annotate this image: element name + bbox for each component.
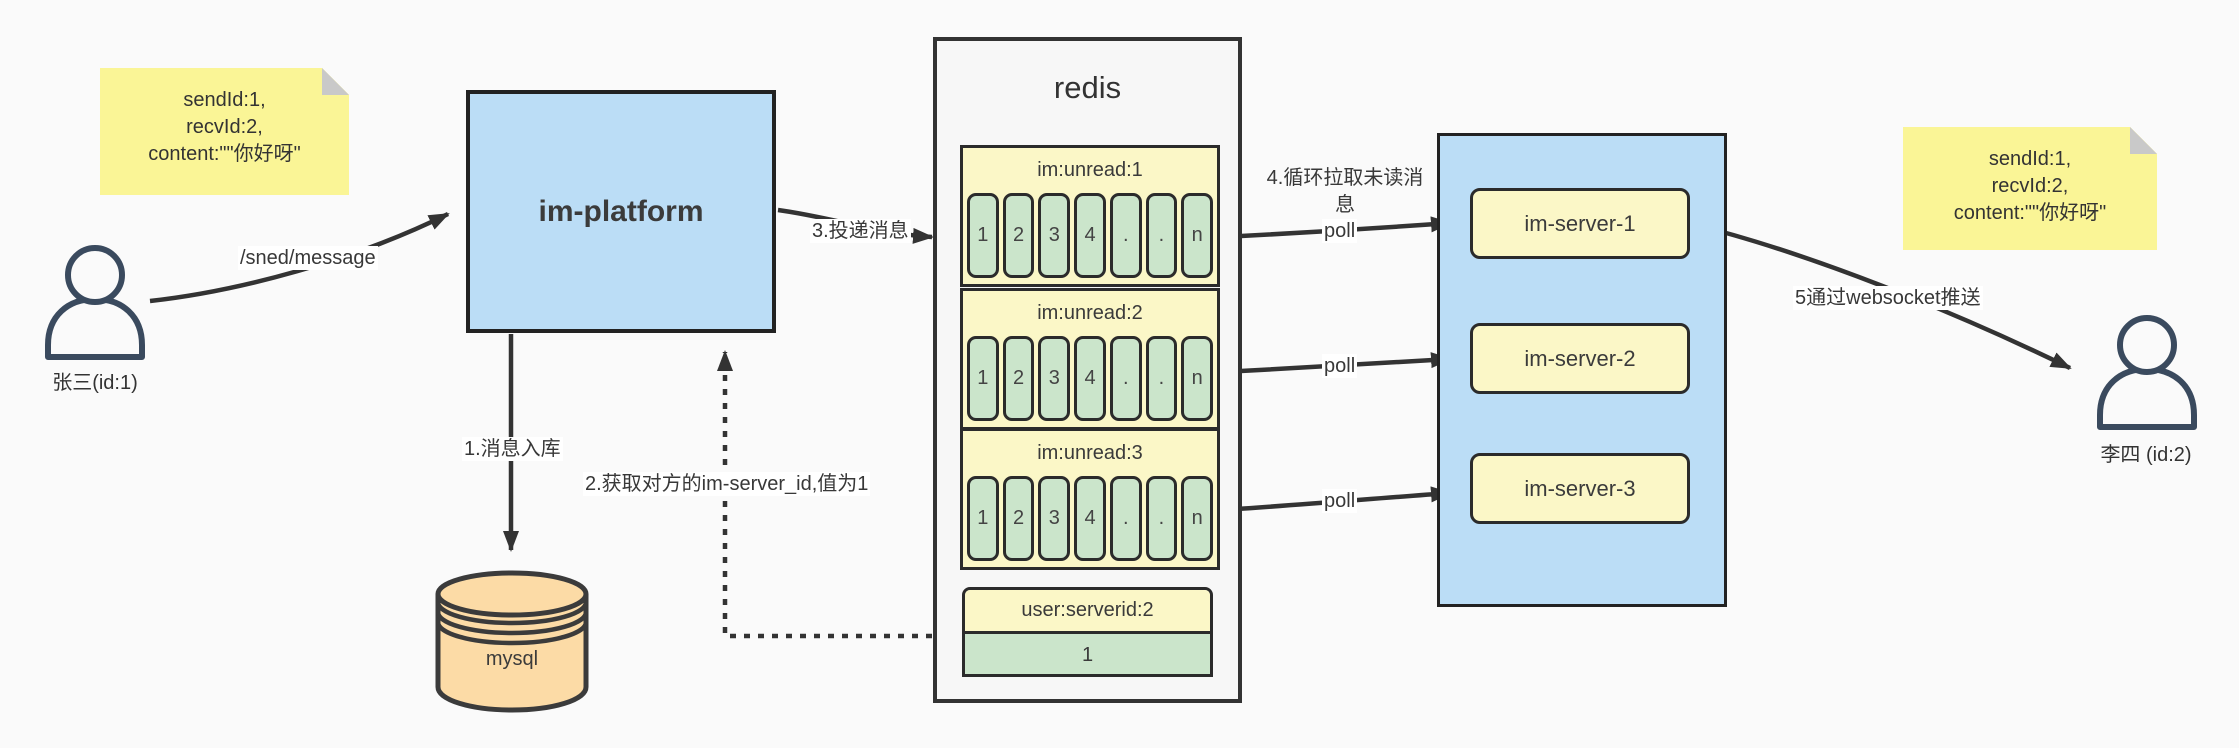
queue-cells: 1 2 3 4 . . n: [963, 336, 1217, 421]
actor-receiver: [2092, 314, 2202, 435]
edge-label-poll-2: poll: [1322, 354, 1358, 378]
queue-cell: 4: [1074, 193, 1106, 278]
redis-title: redis: [1053, 70, 1122, 105]
note-message-right: sendId:1, recvId:2, content:""你好呀": [1903, 127, 2157, 250]
note-line: sendId:1,: [183, 89, 266, 111]
im-server-3-box: im-server-3: [1470, 453, 1690, 524]
note-fold-icon: [322, 68, 349, 95]
queue-cell: 4: [1074, 476, 1106, 561]
note-line: content:""你好呀": [148, 143, 301, 165]
edge-label-poll-3: poll: [1322, 489, 1358, 513]
queue-cell: 3: [1038, 476, 1071, 561]
kv-value: 1: [965, 634, 1210, 674]
edge-label-step3: 3.投递消息: [810, 219, 911, 243]
queue-cell: 1: [967, 193, 999, 278]
queue-cell: n: [1181, 193, 1214, 278]
queue-cell: .: [1145, 193, 1178, 278]
queue-cell: 1: [967, 476, 999, 561]
queue-cell: 2: [1002, 193, 1035, 278]
note-message-left: sendId:1, recvId:2, content:""你好呀": [100, 68, 349, 195]
actor-sender: [40, 244, 150, 365]
edge-label-step2: 2.获取对方的im-server_id,值为1: [583, 472, 871, 496]
queue-cell: .: [1145, 476, 1178, 561]
mysql-label: mysql: [485, 648, 539, 670]
queue-cell: 4: [1074, 336, 1106, 421]
redis-queue-unread-3: im:unread:3 1 2 3 4 . . n: [960, 428, 1220, 570]
mysql-cylinder-icon: [435, 570, 589, 713]
queue-cells: 1 2 3 4 . . n: [963, 193, 1217, 278]
edge-label-poll-1: poll: [1322, 219, 1358, 243]
queue-cell: 2: [1002, 476, 1035, 561]
note-line: recvId:2,: [186, 116, 263, 138]
im-server-label: im-server-1: [1524, 210, 1636, 236]
note-line: sendId:1,: [1988, 148, 2072, 170]
note-line: recvId:2,: [1991, 175, 2069, 197]
redis-kv-user-serverid: user:serverid:2 1: [962, 587, 1213, 677]
redis-queue-unread-2: im:unread:2 1 2 3 4 . . n: [960, 288, 1220, 430]
queue-title: im:unread:3: [1037, 442, 1143, 464]
queue-title: im:unread:1: [1037, 159, 1143, 181]
queue-cell: 1: [967, 336, 999, 421]
im-platform-box: im-platform: [466, 90, 776, 333]
note-fold-icon: [2130, 127, 2157, 154]
edge-label-step1: 1.消息入库: [462, 437, 563, 461]
queue-cell: 2: [1002, 336, 1035, 421]
note-line: content:""你好呀": [1953, 202, 2107, 224]
edge-label-step5: 5通过websocket推送: [1793, 286, 1983, 310]
queue-title: im:unread:2: [1037, 302, 1143, 324]
queue-cell: 3: [1038, 193, 1071, 278]
im-server-label: im-server-2: [1524, 345, 1636, 371]
queue-cell: .: [1145, 336, 1178, 421]
actor-receiver-label: 李四 (id:2): [2100, 444, 2192, 466]
im-platform-label: im-platform: [538, 194, 704, 228]
im-server-2-box: im-server-2: [1470, 323, 1690, 394]
user-icon: [45, 245, 145, 360]
queue-cell: .: [1109, 476, 1142, 561]
user-icon: [2097, 315, 2197, 430]
queue-cell: .: [1109, 193, 1142, 278]
queue-cell: n: [1181, 336, 1214, 421]
edge-label-send: /sned/message: [238, 246, 378, 270]
kv-key: user:serverid:2: [965, 590, 1210, 634]
queue-cell: n: [1181, 476, 1214, 561]
actor-sender-label: 张三(id:1): [52, 372, 138, 394]
im-server-1-box: im-server-1: [1470, 188, 1690, 259]
queue-cell: .: [1109, 336, 1142, 421]
im-server-label: im-server-3: [1524, 475, 1636, 501]
redis-queue-unread-1: im:unread:1 1 2 3 4 . . n: [960, 145, 1220, 287]
queue-cells: 1 2 3 4 . . n: [963, 476, 1217, 561]
edge-label-step4: 4.循环拉取未读消息: [1266, 167, 1424, 216]
queue-cell: 3: [1038, 336, 1071, 421]
